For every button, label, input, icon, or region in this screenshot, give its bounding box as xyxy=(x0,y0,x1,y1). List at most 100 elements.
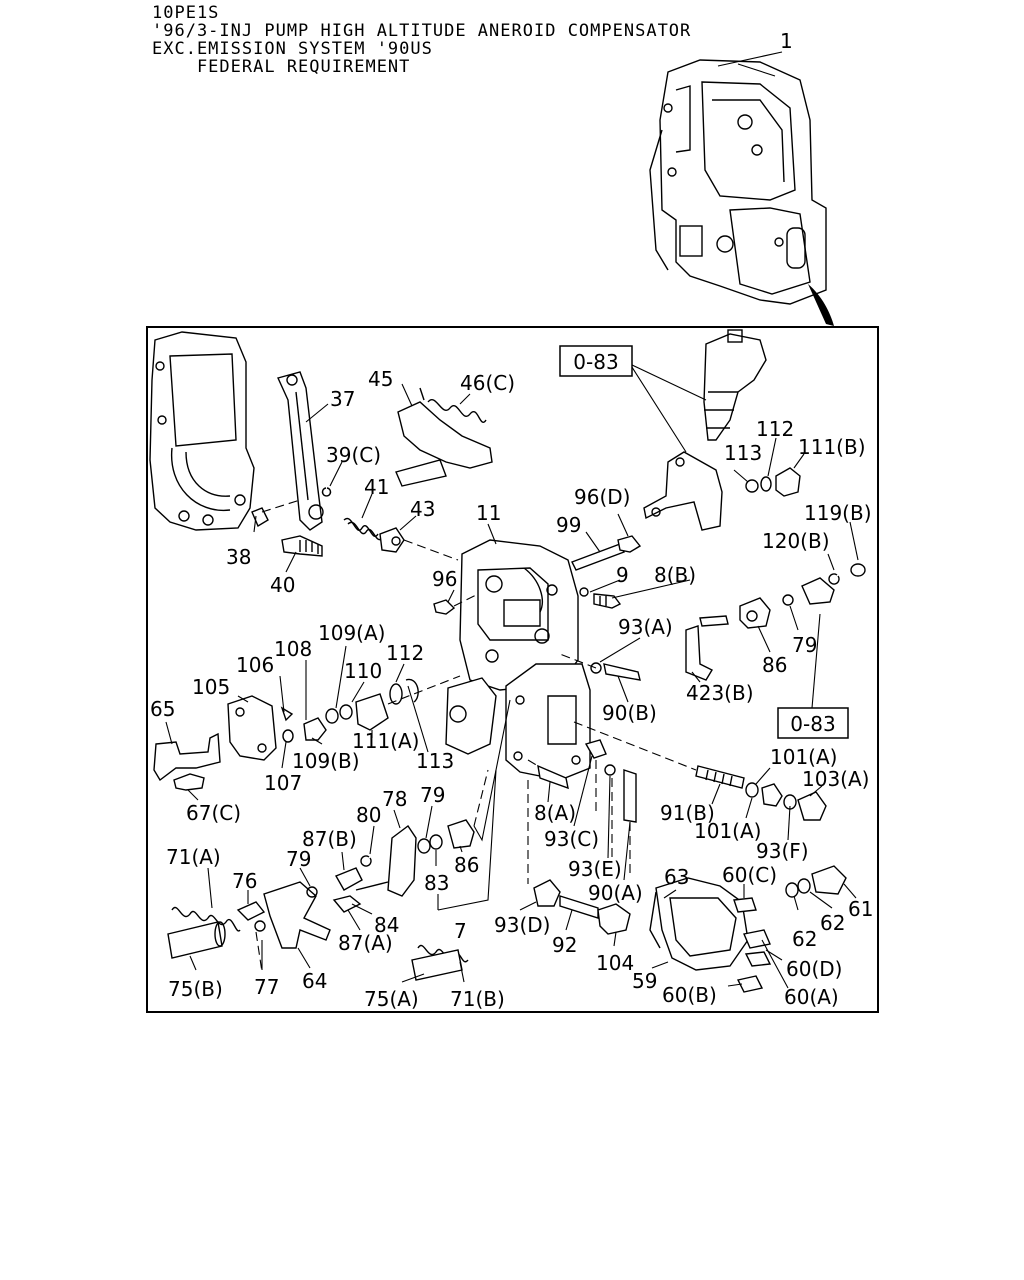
part-label-105: 105 xyxy=(192,675,230,699)
aneroid-unit xyxy=(643,329,767,531)
part-label-8b: 8(B) xyxy=(654,563,696,587)
plug-61 xyxy=(811,865,847,895)
part-label-59: 59 xyxy=(632,969,657,993)
part-label-90b: 90(B) xyxy=(602,701,657,725)
part-label-111a: 111(A) xyxy=(352,729,419,753)
part-label-111b: 111(B) xyxy=(798,435,866,459)
part-label-112-top: 112 xyxy=(756,417,794,441)
part-label-109a: 109(A) xyxy=(318,621,385,645)
part-label-37: 37 xyxy=(330,387,355,411)
part-label-93c: 93(C) xyxy=(544,827,599,851)
gasket-63 xyxy=(649,891,661,949)
bolt-87b xyxy=(334,867,363,891)
part-label-63: 63 xyxy=(664,865,689,889)
part-label-11: 11 xyxy=(476,501,501,525)
part-label-71b: 71(B) xyxy=(450,987,505,1011)
spring-71a xyxy=(171,907,241,932)
governor-assembly-overview xyxy=(649,51,834,326)
spring-41 xyxy=(343,517,383,541)
part-label-80: 80 xyxy=(356,803,381,827)
clip-120b xyxy=(828,573,840,585)
nut-86 xyxy=(447,819,475,849)
clip-113 xyxy=(745,479,759,493)
washer-79c xyxy=(306,886,318,898)
washer-101a-1 xyxy=(745,782,759,798)
part-label-7: 7 xyxy=(454,919,467,943)
bolt-60c xyxy=(733,897,757,913)
clip-80 xyxy=(360,855,372,867)
washer-77 xyxy=(254,920,266,932)
part-label-83: 83 xyxy=(424,871,449,895)
part-label-62b: 62 xyxy=(792,927,817,951)
washer-79 xyxy=(417,838,431,854)
clip-39c xyxy=(321,487,332,497)
bolt-76 xyxy=(236,901,266,921)
part-label-76: 76 xyxy=(232,869,257,893)
part-label-109b: 109(B) xyxy=(292,749,360,773)
part-label-43: 43 xyxy=(410,497,435,521)
part-label-87b: 87(B) xyxy=(302,827,357,851)
part-label-96d: 96(D) xyxy=(574,485,630,509)
washer-62a xyxy=(785,882,799,898)
part-label-86-right: 86 xyxy=(762,653,787,677)
washer-62b xyxy=(797,878,811,894)
washer-79-right xyxy=(782,594,794,606)
part-label-60b: 60(B) xyxy=(662,983,717,1007)
part-label-91b: 91(B) xyxy=(660,801,715,825)
part-label-9: 9 xyxy=(616,563,629,587)
bolt-60b xyxy=(736,975,764,993)
bolt-96d xyxy=(617,535,642,553)
header-line-1: 10PE1S xyxy=(152,3,220,23)
cover-59 xyxy=(655,877,749,971)
part-label-40: 40 xyxy=(270,573,295,597)
callout-box-right xyxy=(777,707,849,739)
part-label-113-mid: 113 xyxy=(416,749,454,773)
diagram-frame xyxy=(146,326,879,1013)
part-label-65: 65 xyxy=(150,697,175,721)
part-label-93f: 93(F) xyxy=(756,839,809,863)
part-label-104: 104 xyxy=(596,951,634,975)
part-label-79-mid: 79 xyxy=(420,783,445,807)
washer-9 xyxy=(579,587,589,597)
part-label-79-lower: 79 xyxy=(286,847,311,871)
bracket-65 xyxy=(153,732,221,782)
leader-lines xyxy=(165,383,859,989)
part-label-110: 110 xyxy=(344,659,382,683)
part-label-108: 108 xyxy=(274,637,312,661)
part-label-78: 78 xyxy=(382,787,407,811)
fitting-111b xyxy=(775,467,801,497)
part-label-60d: 60(D) xyxy=(786,957,842,981)
part-label-62a: 62 xyxy=(820,911,845,935)
part-label-106: 106 xyxy=(236,653,274,677)
part-label-90a: 90(A) xyxy=(588,881,643,905)
nut-93d xyxy=(533,879,561,907)
bracket-423b xyxy=(685,625,713,681)
nut-93c xyxy=(584,739,607,759)
bolt-92 xyxy=(559,895,599,919)
bolt-8b xyxy=(593,593,622,609)
washer-93e xyxy=(604,764,616,776)
part-label-93a: 93(A) xyxy=(618,615,673,639)
part-label-93e: 93(E) xyxy=(568,857,622,881)
header-line-2: '96/3-INJ PUMP HIGH ALTITUDE ANEROID COM… xyxy=(152,21,692,41)
part-label-64: 64 xyxy=(302,969,327,993)
nut-119b xyxy=(850,563,866,577)
bolt-96 xyxy=(433,599,456,615)
nut-93f xyxy=(761,783,783,807)
adapter-plate xyxy=(505,663,591,781)
spring-46c xyxy=(419,387,487,423)
part-label-8a: 8(A) xyxy=(534,801,576,825)
bolt-60a-upper xyxy=(743,929,771,949)
part-label-45: 45 xyxy=(368,367,393,391)
pin-99 xyxy=(571,543,625,571)
screw-84 xyxy=(332,895,362,913)
lever-78 xyxy=(387,824,417,897)
part-label-75b: 75(B) xyxy=(168,977,223,1001)
part-label-61: 61 xyxy=(848,897,873,921)
diagram-header: 10PE1S '96/3-INJ PUMP HIGH ALTITUDE ANER… xyxy=(152,4,691,76)
part-label-101a-bottom: 101(A) xyxy=(694,819,761,843)
washer-83 xyxy=(429,834,443,850)
part-label-96: 96 xyxy=(432,567,457,591)
callout-box-top xyxy=(559,345,633,377)
